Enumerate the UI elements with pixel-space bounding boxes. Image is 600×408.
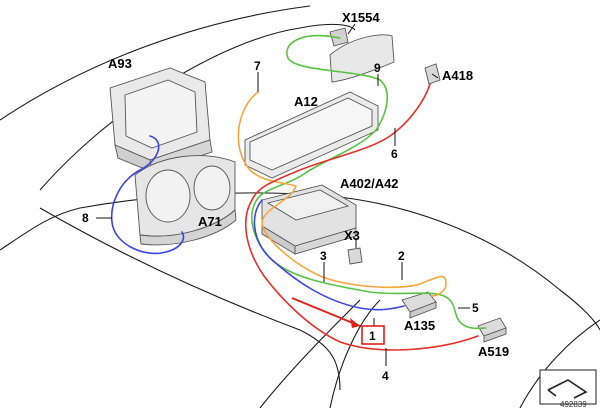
part-number-9: 9 [374,61,381,75]
label-a135: A135 [404,318,435,333]
label-x1554: X1554 [342,10,380,25]
a93-component [109,67,213,173]
part-number-2: 2 [398,249,405,263]
part-number-7: 7 [254,59,261,73]
wire-harness [110,34,487,351]
highlight-box-part-1 [361,325,385,345]
label-a402: A402/A42 [340,176,399,191]
a135-component [401,291,437,319]
part-number-8: 8 [82,211,89,225]
label-a519: A519 [478,344,509,359]
part-number-5: 5 [472,301,479,315]
a402-module [261,184,357,255]
part-number-1: 1 [369,329,376,343]
wire-blue [110,135,405,311]
diagram-logo: 492839 [539,369,597,408]
diagram-code: 492839 [560,400,587,408]
part-number-6: 6 [391,147,398,161]
label-x3: X3 [344,228,360,243]
a519-component [477,317,507,343]
wire-orange [237,91,447,297]
x1554-component [329,27,395,83]
part-number-4: 4 [382,369,389,383]
a71-component [134,155,237,246]
part-number-3: 3 [320,249,327,263]
a12-component [244,91,379,179]
wire-green [251,34,487,330]
label-a71: A71 [198,214,222,229]
highlight-arrow [291,297,361,328]
label-a93: A93 [108,56,132,71]
x3-connector [347,247,363,265]
label-a12: A12 [294,94,318,109]
wire-red [245,83,479,351]
label-a418: A418 [442,68,473,83]
